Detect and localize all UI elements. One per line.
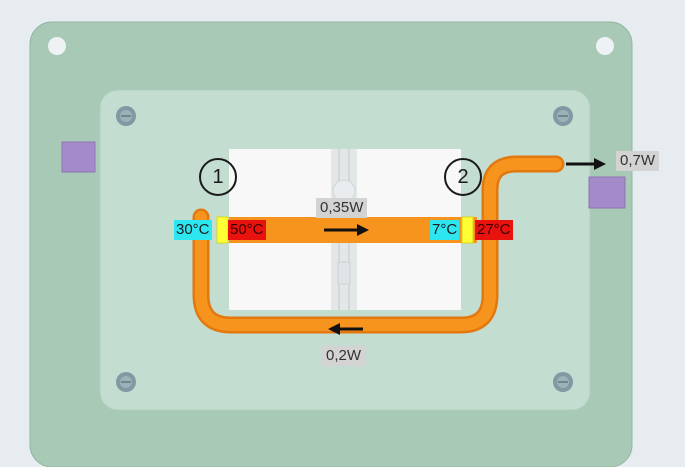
marker-2: 2 — [444, 158, 482, 196]
screw-icon — [116, 106, 136, 126]
connector-left — [61, 141, 96, 173]
heat-flow-outlet: 0,7W — [616, 151, 660, 171]
corner-hole-top-left — [48, 37, 66, 55]
screw-icon — [116, 372, 136, 392]
temp-point2-left: 7°C — [430, 220, 460, 240]
connector-right — [588, 176, 626, 209]
marker-1: 1 — [199, 158, 237, 196]
arrow-right-icon — [566, 158, 606, 170]
arrow-right-icon — [324, 224, 369, 236]
screw-icon — [553, 372, 573, 392]
arrow-left-icon — [328, 323, 363, 335]
heat-flow-return: 0,2W — [322, 346, 366, 366]
sensor-2 — [461, 216, 474, 244]
sensor-1 — [216, 216, 229, 244]
screw-icon — [553, 106, 573, 126]
heat-flow-inside: 0,35W — [316, 198, 368, 218]
temp-point1-right: 50°C — [228, 220, 266, 240]
corner-hole-top-right — [596, 37, 614, 55]
temp-point1-left: 30°C — [174, 220, 212, 240]
temp-point2-right: 27°C — [475, 220, 513, 240]
